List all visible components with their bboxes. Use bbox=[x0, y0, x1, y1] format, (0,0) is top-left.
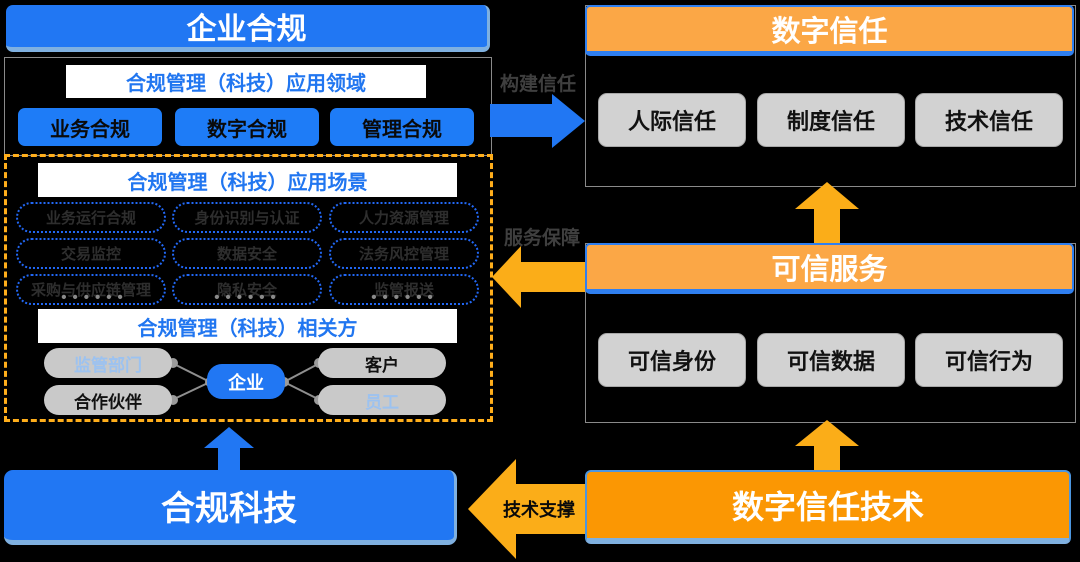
trust-item-interpersonal[interactable]: 人际信任 bbox=[598, 93, 746, 147]
build-trust-label: 构建信任 bbox=[499, 73, 576, 95]
stakeholder-partner[interactable]: 合作伙伴 bbox=[44, 385, 172, 415]
ellipsis-dots-col2: •••••• bbox=[214, 288, 282, 306]
digital-trust-tech-box: 数字信任技术 bbox=[585, 470, 1071, 544]
scenario-pill-privacy-security[interactable]: 隐私安全 bbox=[172, 274, 322, 305]
trusted-services-header: 可信服务 bbox=[585, 243, 1074, 294]
tech-support-arrow-head-icon bbox=[468, 459, 516, 559]
scenario-pill-transaction-monitoring[interactable]: 交易监控 bbox=[16, 238, 166, 269]
tech-support-arrow-stem bbox=[516, 484, 587, 534]
arrow-up-digital-trust-tech-icon bbox=[795, 420, 859, 446]
scenario-pill-regulatory-reporting[interactable]: 监管报送 bbox=[329, 274, 479, 305]
trust-item-technical[interactable]: 技术信任 bbox=[915, 93, 1063, 147]
scenario-pill-legal-risk[interactable]: 法务风控管理 bbox=[329, 238, 479, 269]
digital-trust-header: 数字信任 bbox=[585, 5, 1074, 56]
compliance-tech-box: 合规科技 bbox=[4, 470, 457, 545]
scenario-dashed-panel bbox=[4, 154, 493, 422]
build-trust-arrow-stem bbox=[490, 104, 554, 137]
service-item-trusted-data[interactable]: 可信数据 bbox=[757, 333, 905, 387]
arrow-up-trusted-services-icon bbox=[795, 182, 859, 209]
domain-item-management-compliance[interactable]: 管理合规 bbox=[330, 108, 474, 146]
arrow-up-compliance-tech-icon bbox=[204, 427, 254, 448]
enterprise-compliance-header: 企业合规 bbox=[6, 5, 490, 52]
tech-support-label: 技术支撑 bbox=[503, 500, 575, 520]
scenario-pill-identity-auth[interactable]: 身份识别与认证 bbox=[172, 202, 322, 233]
application-scenario-title: 合规管理（科技）应用场景 bbox=[38, 163, 457, 197]
stakeholder-title: 合规管理（科技）相关方 bbox=[38, 309, 457, 343]
stakeholder-enterprise-center[interactable]: 企业 bbox=[207, 364, 285, 399]
arrow-up-digital-trust-tech-stem bbox=[814, 445, 840, 471]
stakeholder-customer[interactable]: 客户 bbox=[318, 348, 446, 378]
application-domain-title: 合规管理（科技）应用领域 bbox=[66, 65, 426, 98]
build-trust-arrow-head-icon bbox=[552, 94, 585, 148]
scenario-pill-procurement-supplychain[interactable]: 采购与供应链管理 bbox=[16, 274, 166, 305]
arrow-up-compliance-tech-stem bbox=[218, 447, 240, 472]
scenario-pill-business-operation[interactable]: 业务运行合规 bbox=[16, 202, 166, 233]
ellipsis-dots-col3: •••••• bbox=[371, 288, 439, 306]
domain-item-business-compliance[interactable]: 业务合规 bbox=[18, 108, 162, 146]
domain-item-digital-compliance[interactable]: 数字合规 bbox=[175, 108, 319, 146]
service-guarantee-arrow-stem bbox=[521, 262, 587, 292]
scenario-pill-hr-management[interactable]: 人力资源管理 bbox=[329, 202, 479, 233]
stakeholder-regulator[interactable]: 监管部门 bbox=[44, 348, 172, 378]
service-guarantee-arrow-head-icon bbox=[492, 246, 521, 308]
service-guarantee-label: 服务保障 bbox=[503, 227, 580, 249]
trust-item-institutional[interactable]: 制度信任 bbox=[757, 93, 905, 147]
arrow-up-trusted-services-stem bbox=[814, 208, 840, 243]
scenario-pill-data-security[interactable]: 数据安全 bbox=[172, 238, 322, 269]
service-item-trusted-behavior[interactable]: 可信行为 bbox=[915, 333, 1063, 387]
service-item-trusted-identity[interactable]: 可信身份 bbox=[598, 333, 746, 387]
ellipsis-dots-col1: •••••• bbox=[61, 288, 129, 306]
stakeholder-employee[interactable]: 员工 bbox=[318, 385, 446, 415]
